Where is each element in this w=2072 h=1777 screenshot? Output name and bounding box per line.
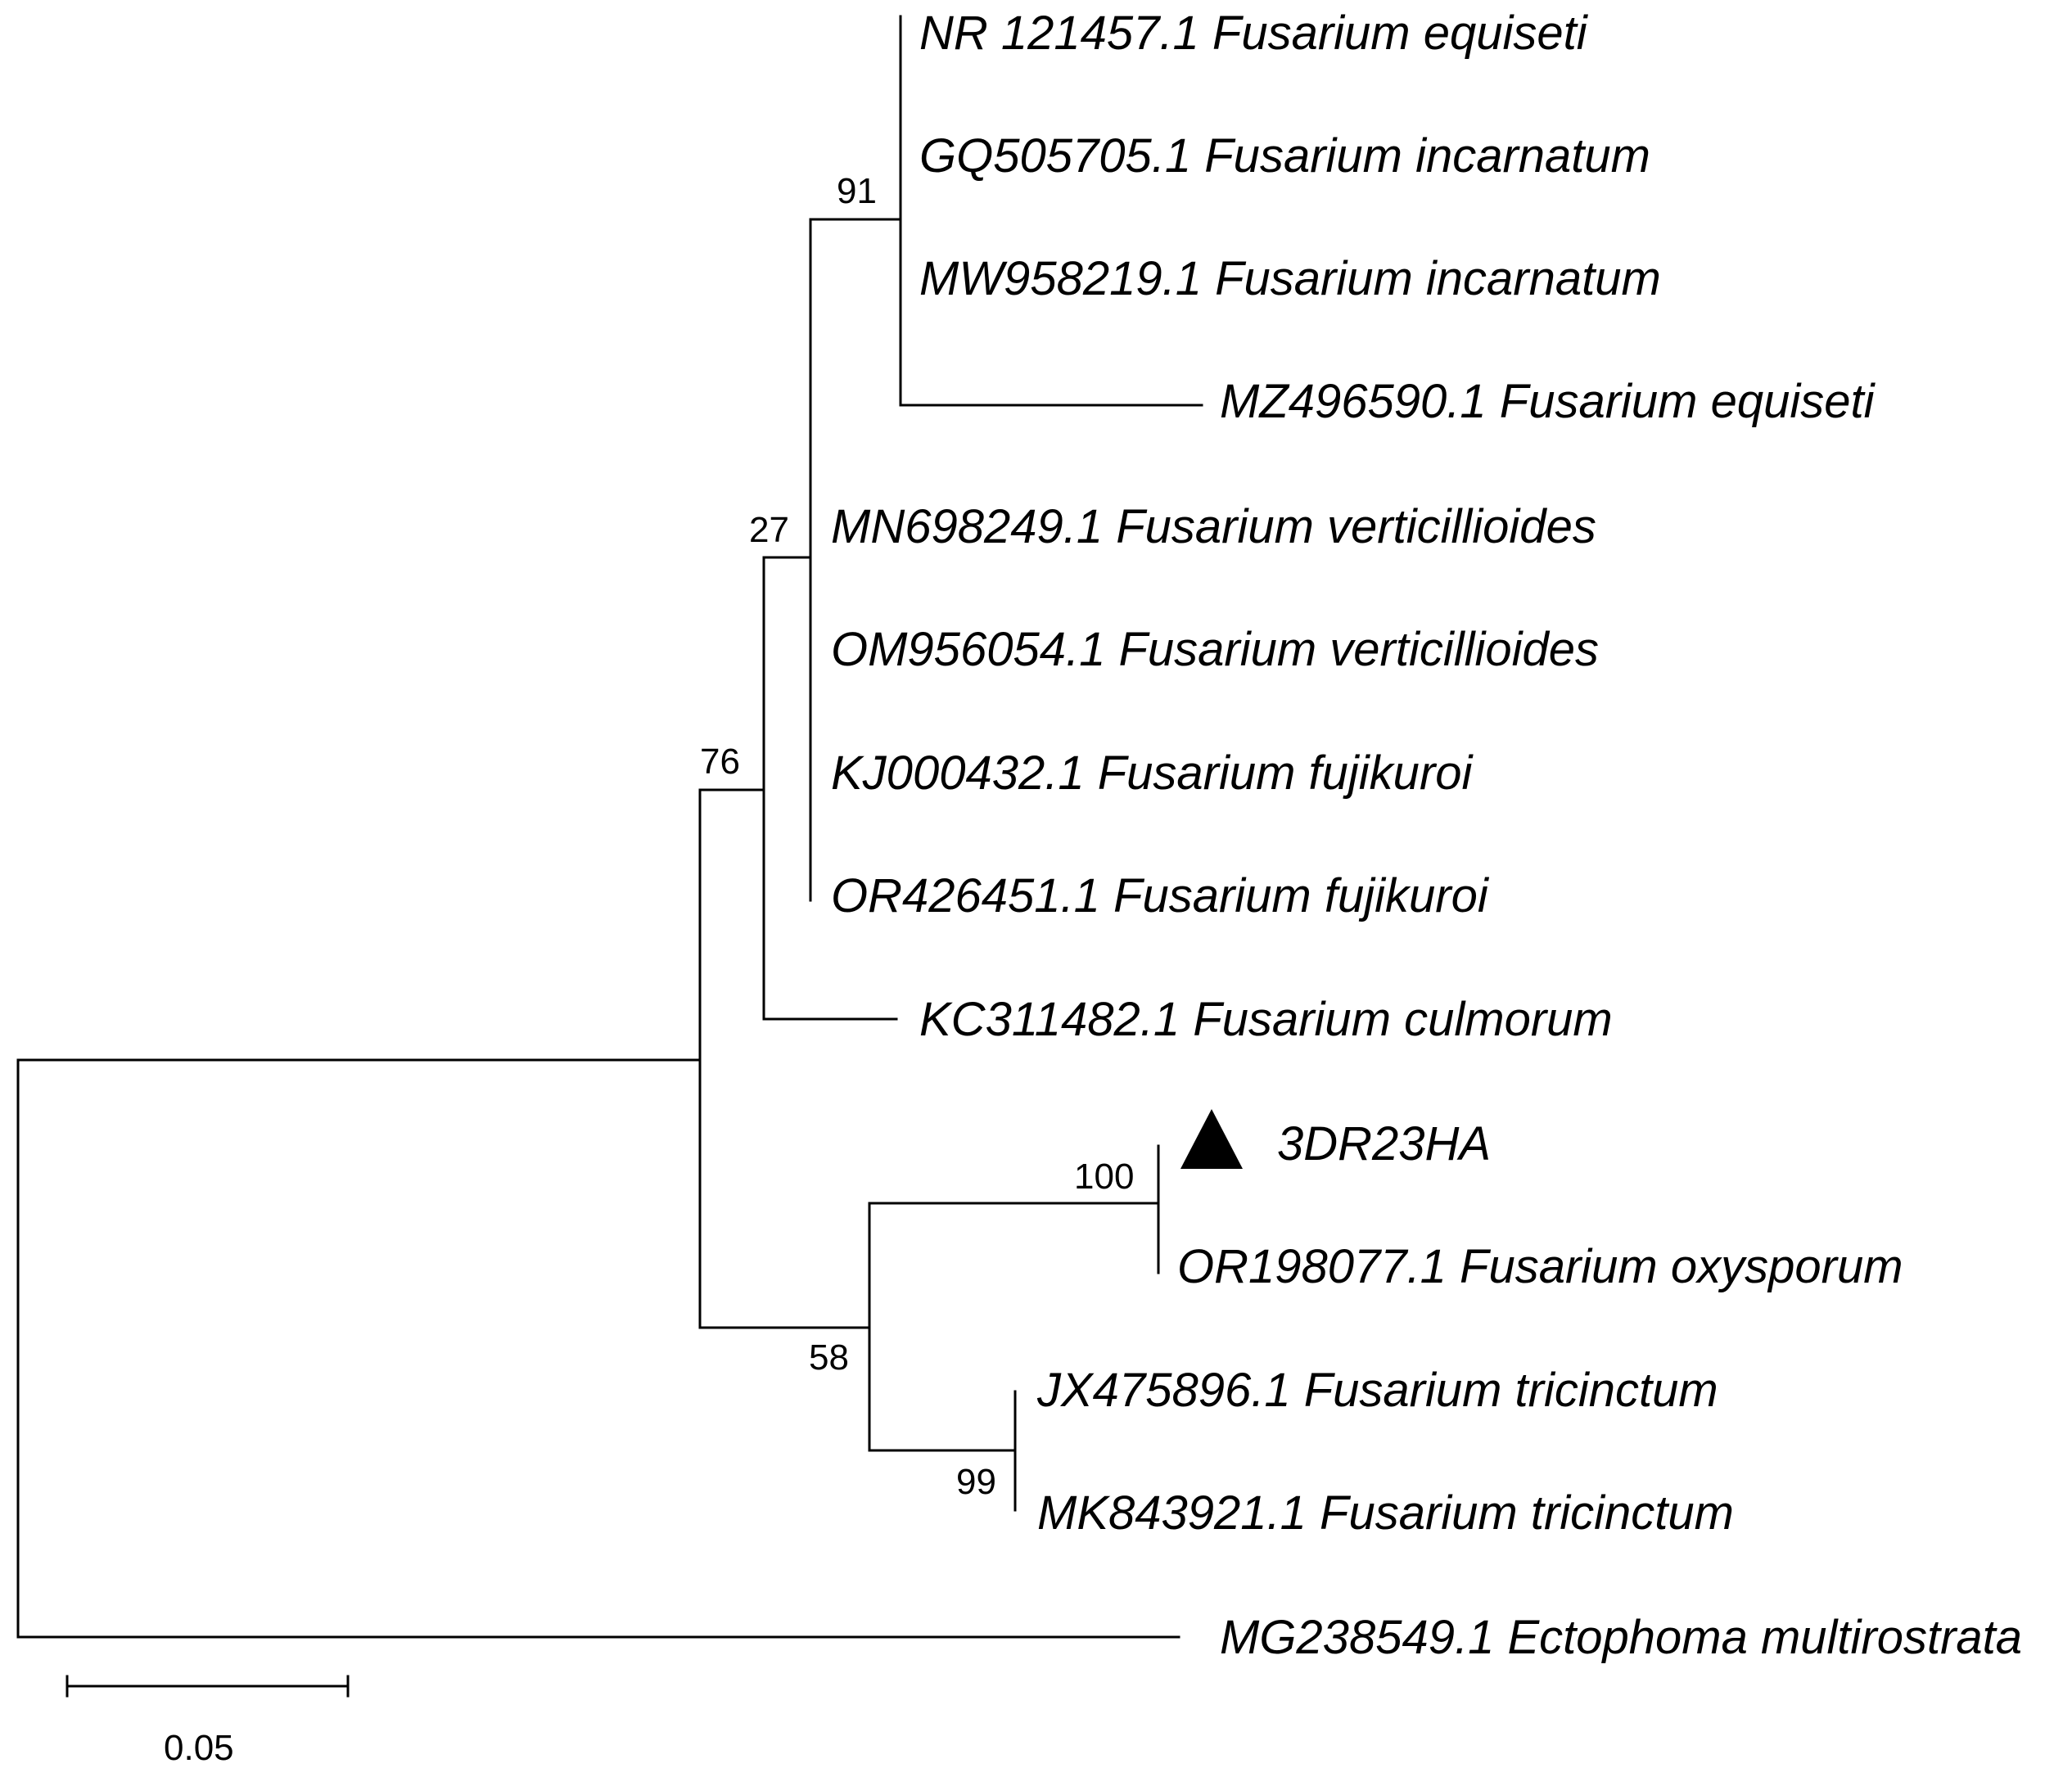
bootstrap-label-99: 99 xyxy=(956,1462,996,1502)
taxon-label-t7: KJ000432.1 Fusarium fujikuroi xyxy=(831,746,1474,800)
scale-bar: 0.05 xyxy=(65,1675,350,1768)
bootstrap-label-76: 76 xyxy=(700,742,740,782)
taxon-label-t8: OR426451.1 Fusarium fujikuroi xyxy=(831,869,1490,922)
taxon-label-t12: JX475896.1 Fusarium tricinctum xyxy=(1036,1364,1718,1417)
taxon-label-t13: MK843921.1 Fusarium tricinctum xyxy=(1037,1486,1734,1540)
filled-triangle-marker-icon xyxy=(1180,1109,1243,1169)
bootstrap-label-58: 58 xyxy=(809,1337,849,1378)
bootstrap-label-100: 100 xyxy=(1074,1157,1134,1197)
taxon-label-t4: MZ496590.1 Fusarium equiseti xyxy=(1220,375,1876,428)
bootstrap-labels: 91 27 76 100 58 99 xyxy=(700,171,1134,1502)
taxon-label-t6: OM956054.1 Fusarium verticillioides xyxy=(831,623,1599,676)
scale-bar-label: 0.05 xyxy=(164,1728,234,1768)
taxon-label-t5: MN698249.1 Fusarium verticillioides xyxy=(831,500,1596,553)
taxon-labels: NR 121457.1 Fusarium equiseti GQ505705.1… xyxy=(831,7,2022,1664)
taxon-label-t9: KC311482.1 Fusarium culmorum xyxy=(919,993,1613,1046)
taxon-label-t1: NR 121457.1 Fusarium equiseti xyxy=(919,7,1589,60)
taxon-label-t10: 3DR23HA xyxy=(1277,1117,1491,1170)
taxon-label-t11: OR198077.1 Fusarium oxysporum xyxy=(1177,1240,1903,1293)
taxon-label-t3: MW958219.1 Fusarium incarnatum xyxy=(919,252,1661,305)
bootstrap-label-27: 27 xyxy=(749,510,789,550)
branches xyxy=(16,15,1203,1639)
taxon-label-t2: GQ505705.1 Fusarium incarnatum xyxy=(919,129,1650,183)
taxon-label-t14: MG238549.1 Ectophoma multirostrata xyxy=(1220,1611,2022,1664)
bootstrap-label-91: 91 xyxy=(837,171,877,211)
